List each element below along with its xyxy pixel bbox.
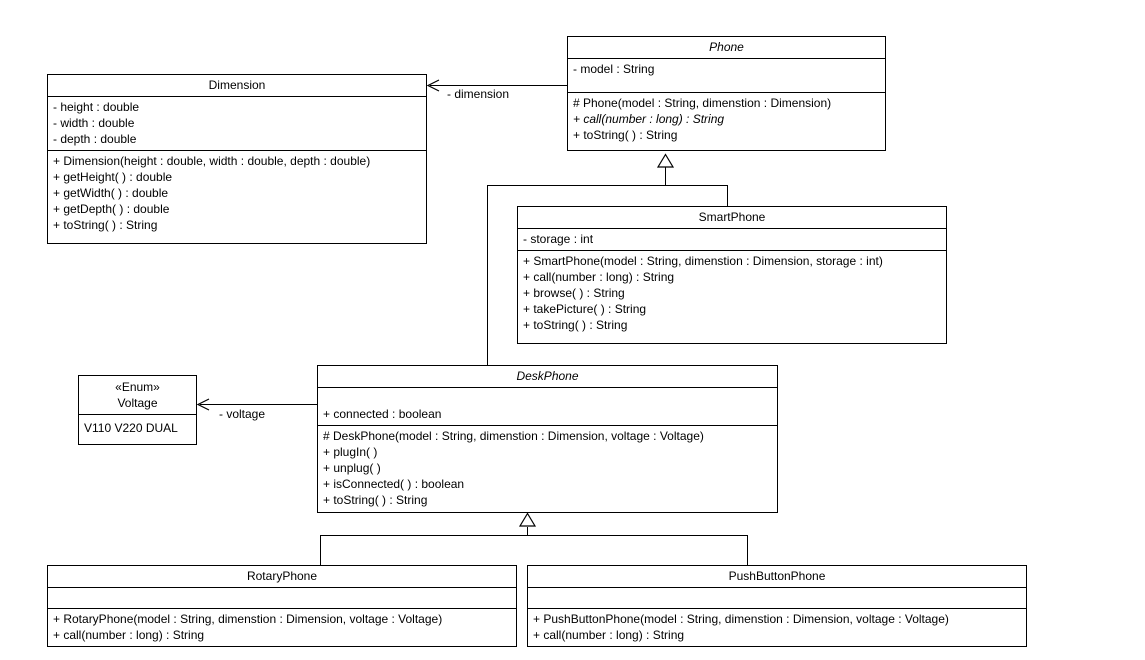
smartphone-attributes-compartment: - storage : int	[518, 229, 946, 251]
deskphone-attributes-compartment: + connected : boolean	[318, 388, 777, 426]
rotaryphone-attributes-compartment	[48, 588, 516, 609]
method-line: + getWidth( ) : double	[53, 186, 169, 200]
enum-title-voltage: «Enum» Voltage	[79, 376, 196, 415]
method-line: + call(number : long) : String	[53, 628, 205, 642]
generalization-drop-smartphone	[727, 185, 728, 206]
class-box-phone[interactable]: Phone - model : String # Phone(model : S…	[567, 36, 886, 151]
generalization-drop-pushbuttonphone	[747, 535, 748, 565]
method-line: + takePicture( ) : String	[523, 302, 647, 316]
association-role-label-dimension: - dimension	[447, 87, 510, 101]
enum-values-voltage: V110 V220 DUAL	[84, 421, 178, 435]
method-line: # Phone(model : String, dimenstion : Dim…	[573, 96, 832, 110]
class-title-pushbuttonphone: PushButtonPhone	[528, 566, 1026, 588]
pushbuttonphone-attributes-compartment	[528, 588, 1026, 609]
association-line-deskphone-voltage	[200, 404, 317, 405]
class-box-dimension[interactable]: Dimension - height : double - width : do…	[47, 74, 427, 244]
enum-name: Voltage	[117, 396, 158, 410]
attribute-line: - storage : int	[523, 232, 594, 246]
generalization-stub-deskphone	[527, 527, 528, 535]
method-line: + toString( ) : String	[53, 218, 158, 232]
class-title-deskphone: DeskPhone	[318, 366, 777, 388]
attribute-line: - height : double	[53, 100, 140, 114]
open-arrowhead-icon	[426, 79, 440, 92]
generalization-stub-phone	[665, 167, 666, 185]
method-line: + isConnected( ) : boolean	[323, 477, 465, 491]
smartphone-methods-compartment: + SmartPhone(model : String, dimenstion …	[518, 251, 946, 343]
phone-attributes-compartment: - model : String	[568, 59, 885, 93]
class-title-dimension: Dimension	[48, 75, 426, 97]
method-line: # DeskPhone(model : String, dimenstion :…	[323, 429, 704, 443]
attribute-line: - width : double	[53, 116, 135, 130]
attribute-line: - depth : double	[53, 132, 137, 146]
method-line: + plugIn( )	[323, 445, 378, 459]
method-line: + browse( ) : String	[523, 286, 625, 300]
attribute-line: - model : String	[573, 62, 655, 76]
method-line: + RotaryPhone(model : String, dimenstion…	[53, 612, 443, 626]
class-title-rotaryphone: RotaryPhone	[48, 566, 516, 588]
dimension-attributes-compartment: - height : double - width : double - dep…	[48, 97, 426, 151]
method-line: + Dimension(height : double, width : dou…	[53, 154, 371, 168]
rotaryphone-methods-compartment: + RotaryPhone(model : String, dimenstion…	[48, 609, 516, 646]
class-title-smartphone: SmartPhone	[518, 207, 946, 229]
dimension-methods-compartment: + Dimension(height : double, width : dou…	[48, 151, 426, 243]
generalization-triangle-icon	[518, 512, 537, 527]
association-role-label-voltage: - voltage	[219, 407, 266, 421]
generalization-drop-deskphone	[487, 185, 488, 365]
generalization-drop-rotaryphone	[320, 535, 321, 565]
attribute-line: + connected : boolean	[323, 407, 442, 421]
method-line: + toString( ) : String	[523, 318, 628, 332]
class-box-smartphone[interactable]: SmartPhone - storage : int + SmartPhone(…	[517, 206, 947, 344]
generalization-triangle-icon	[656, 153, 675, 168]
method-line: + getDepth( ) : double	[53, 202, 170, 216]
method-line: + call(number : long) : String	[533, 628, 685, 642]
generalization-branch-deskphone	[320, 535, 748, 536]
class-box-rotaryphone[interactable]: RotaryPhone + RotaryPhone(model : String…	[47, 565, 517, 647]
method-line: + toString( ) : String	[323, 493, 428, 507]
method-line: + PushButtonPhone(model : String, dimens…	[533, 612, 949, 626]
method-line: + SmartPhone(model : String, dimenstion …	[523, 254, 883, 268]
open-arrowhead-icon	[196, 398, 210, 411]
generalization-branch-phone	[487, 185, 728, 186]
enum-stereotype: «Enum»	[115, 380, 160, 394]
method-line: + toString( ) : String	[573, 128, 678, 142]
association-line-phone-dimension	[430, 85, 567, 86]
enum-box-voltage[interactable]: «Enum» Voltage V110 V220 DUAL	[78, 375, 197, 445]
phone-methods-compartment: # Phone(model : String, dimenstion : Dim…	[568, 93, 885, 150]
deskphone-methods-compartment: # DeskPhone(model : String, dimenstion :…	[318, 426, 777, 512]
method-line-abstract: + call(number : long) : String	[573, 112, 725, 126]
class-title-phone: Phone	[568, 37, 885, 59]
class-box-pushbuttonphone[interactable]: PushButtonPhone + PushButtonPhone(model …	[527, 565, 1027, 647]
method-line: + unplug( )	[323, 461, 381, 475]
method-line: + getHeight( ) : double	[53, 170, 173, 184]
class-box-deskphone[interactable]: DeskPhone + connected : boolean # DeskPh…	[317, 365, 778, 513]
pushbuttonphone-methods-compartment: + PushButtonPhone(model : String, dimens…	[528, 609, 1026, 646]
method-line: + call(number : long) : String	[523, 270, 675, 284]
